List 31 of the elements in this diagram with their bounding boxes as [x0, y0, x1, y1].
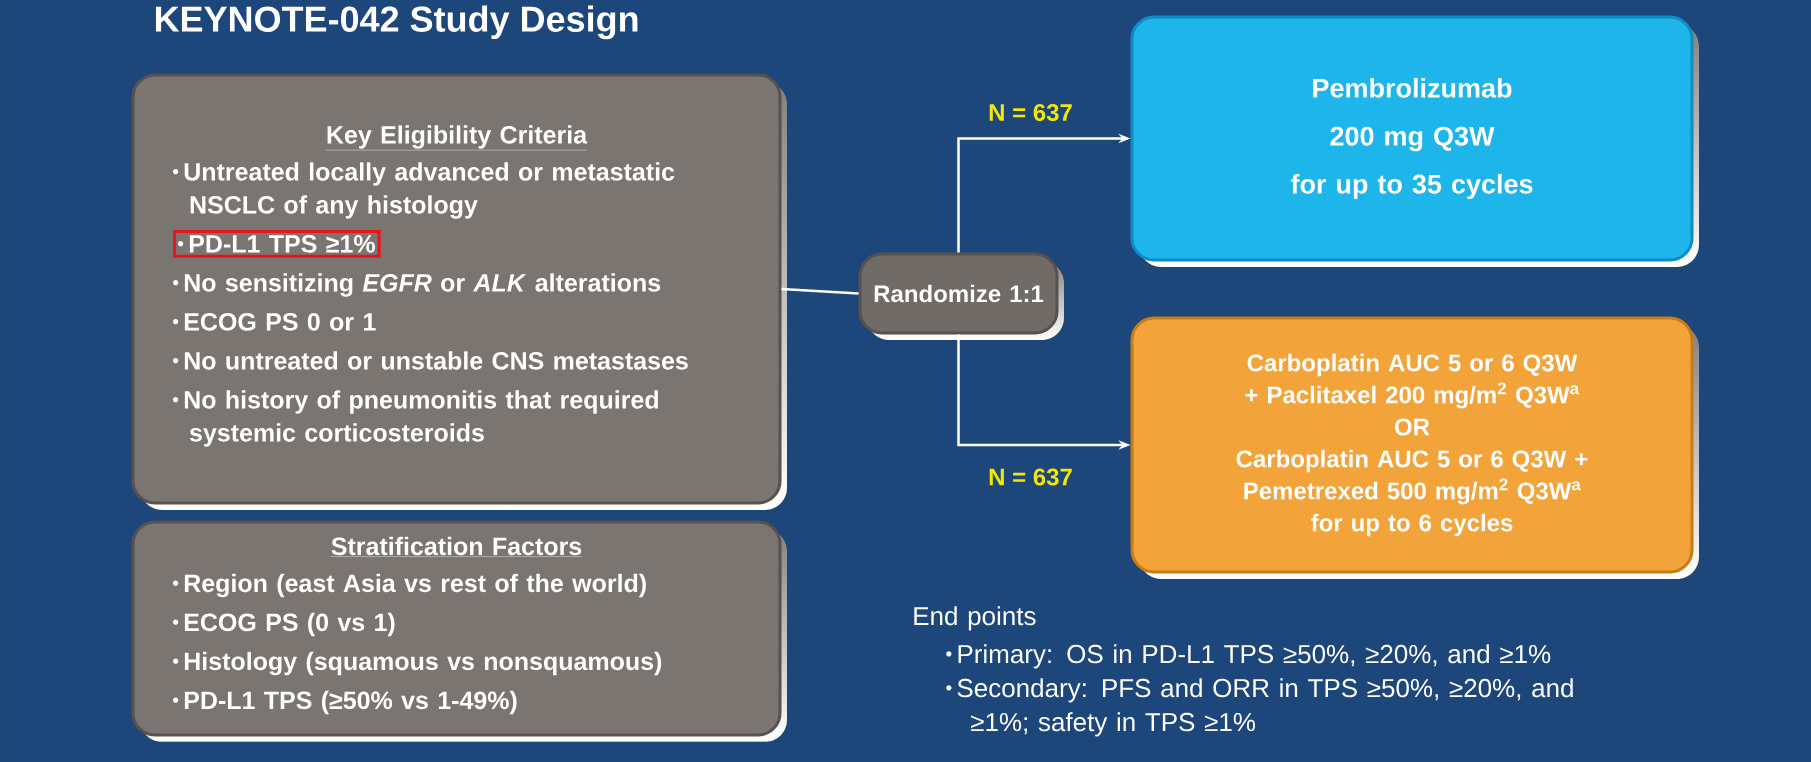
list-item: Region (east Asia vs rest of the world) — [184, 573, 646, 598]
box-text: Carboplatin AUC 5 or 6 Q3W + Paclitaxel 200 mg/m$^{2}$ Q3W$^{a}$ — [1245, 353, 1580, 409]
edge-label: N = 637 — [989, 468, 1072, 486]
heading: Stratification Factors — [330, 536, 583, 557]
box-text: Carboplatin AUC 5 or 6 Q3W + Pemetrexed 500 mg/m$^{2}$ Q3W$^{a}$ — [1236, 449, 1588, 505]
list-item: PD-L1 TPS ≥1% — [189, 235, 375, 253]
randomize-box — [858, 252, 1064, 340]
treatment-box — [1130, 316, 1699, 579]
list-item: No sensitizing EGFR or ALK alterations — [184, 273, 661, 297]
heading: End points — [914, 606, 1036, 631]
list-item: Histology (squamous vs nonsquamous) — [184, 651, 662, 676]
list-item: Untreated locally advanced or metastatic NSCLC of any histology — [184, 162, 675, 219]
list-item: PD-L1 TPS (≥50% vs 1-49%) — [184, 690, 517, 715]
heading: Key Eligibility Criteria — [325, 125, 588, 151]
list-item: No untreated or unstable CNS metastases — [184, 351, 688, 370]
box-text: for up to 6 cycles — [1311, 513, 1513, 537]
box-text: for up to 35 cycles — [1290, 173, 1533, 200]
list-item: Primary: OS in PD-L1 TPS ≥50%, ≥20%, and ≥1% — [958, 644, 1551, 669]
list-item: ECOG PS (0 vs 1) — [184, 612, 395, 637]
list-box — [131, 73, 787, 510]
list-box — [131, 520, 787, 742]
box-text: OR — [1395, 418, 1430, 436]
list-item: No history of pneumonitis that required systemic corticosteroids — [184, 390, 658, 447]
list-item: ECOG PS 0 or 1 — [184, 313, 376, 331]
title: KEYNOTE-042 Study Design — [155, 5, 638, 40]
edge-label: N = 637 — [989, 104, 1072, 121]
box-text: 200 mg Q3W — [1330, 126, 1495, 152]
list-item: Secondary: PFS and ORR in TPS ≥50%, ≥20%, and ≥1%; safety in TPS ≥1% — [957, 678, 1573, 737]
box-text: Randomize 1:1 — [874, 284, 1044, 303]
treatment-box — [1130, 15, 1699, 267]
box-text: Pembrolizumab — [1313, 77, 1512, 98]
